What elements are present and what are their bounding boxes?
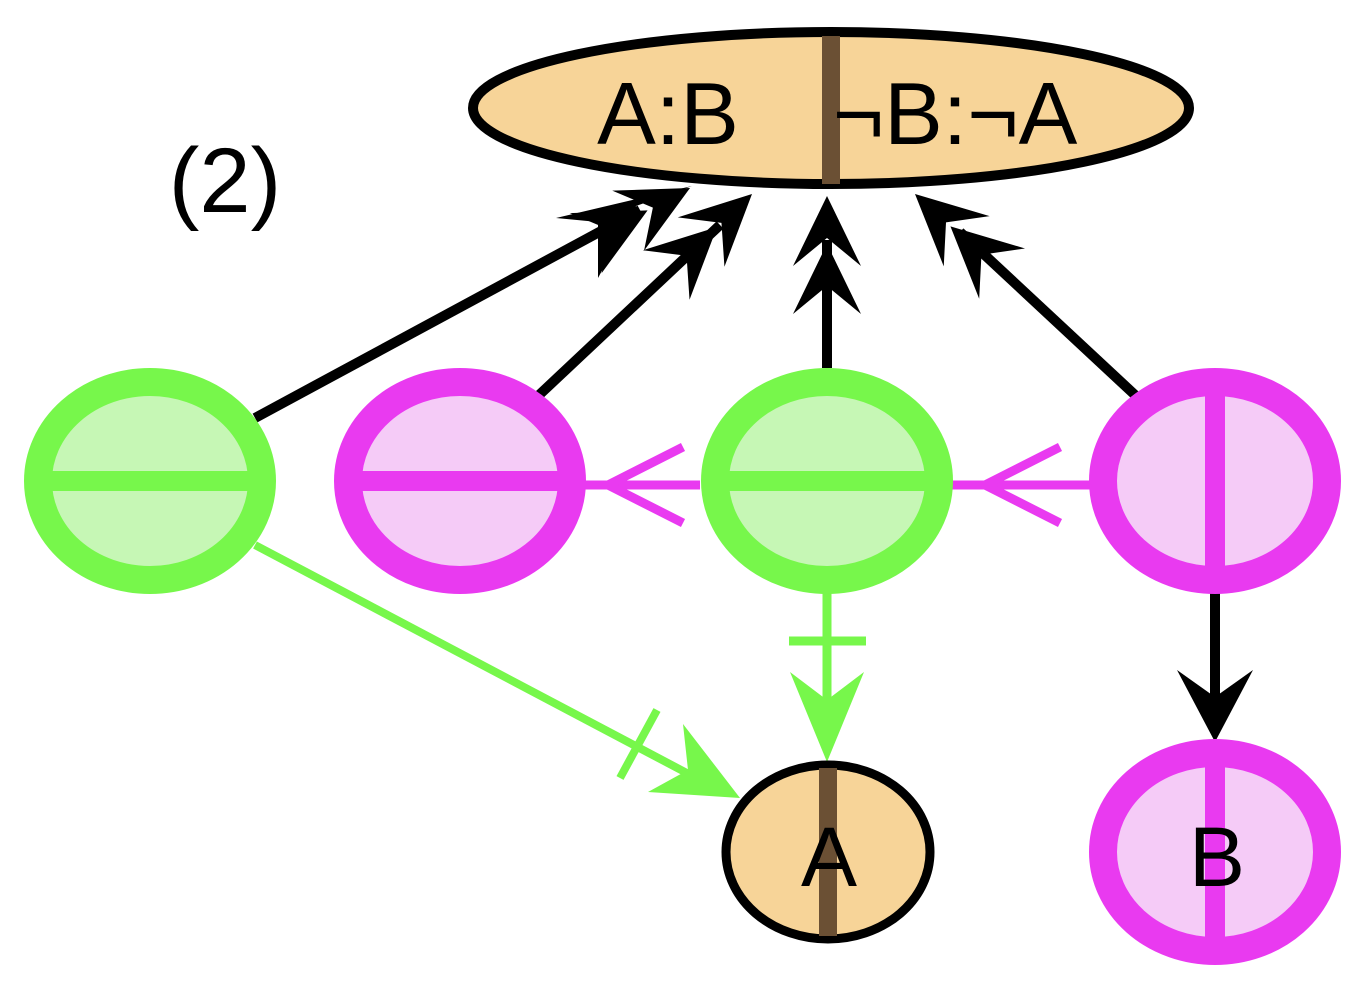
arrowhead-green-left-outer <box>612 188 690 251</box>
arrowhead-green-left-inner <box>569 210 648 274</box>
a-node[interactable]: A <box>721 760 935 944</box>
edge-magenta-right-to-green-center <box>952 442 1092 528</box>
top-node[interactable]: A:B ¬B:¬A <box>468 27 1194 189</box>
top-node-right-label: ¬B:¬A <box>833 64 1078 163</box>
arrowhead-magenta-left-outer <box>677 194 752 267</box>
magenta-left-node[interactable] <box>334 368 586 594</box>
arrowhead-magenta-right-inner <box>950 226 1026 299</box>
edge-green-left-to-a <box>253 541 740 798</box>
top-node-left-label: A:B <box>597 64 739 163</box>
b-node[interactable]: B <box>1089 739 1341 965</box>
edge-magenta-right-to-b <box>1177 590 1253 742</box>
arrowhead-green-center-outer <box>793 196 861 266</box>
arrowhead-magenta-right-outer <box>915 194 990 267</box>
arrowhead-green-center-inner <box>793 244 861 314</box>
b-node-label: B <box>1189 810 1245 904</box>
magenta-right-node[interactable] <box>1089 368 1341 594</box>
a-node-label: A <box>801 810 857 904</box>
arrowheads <box>569 188 1026 314</box>
green-left-node[interactable] <box>24 368 276 594</box>
edge-green-left-to-top <box>252 186 692 423</box>
figure-label: (2) <box>169 130 281 232</box>
edge-green-center-to-a <box>789 590 866 762</box>
green-center-node[interactable] <box>701 368 953 594</box>
edge-green-center-to-magenta-left <box>585 442 700 528</box>
edge-magenta-right-to-top <box>956 228 1139 399</box>
arrowhead-magenta-left-inner <box>642 226 718 300</box>
